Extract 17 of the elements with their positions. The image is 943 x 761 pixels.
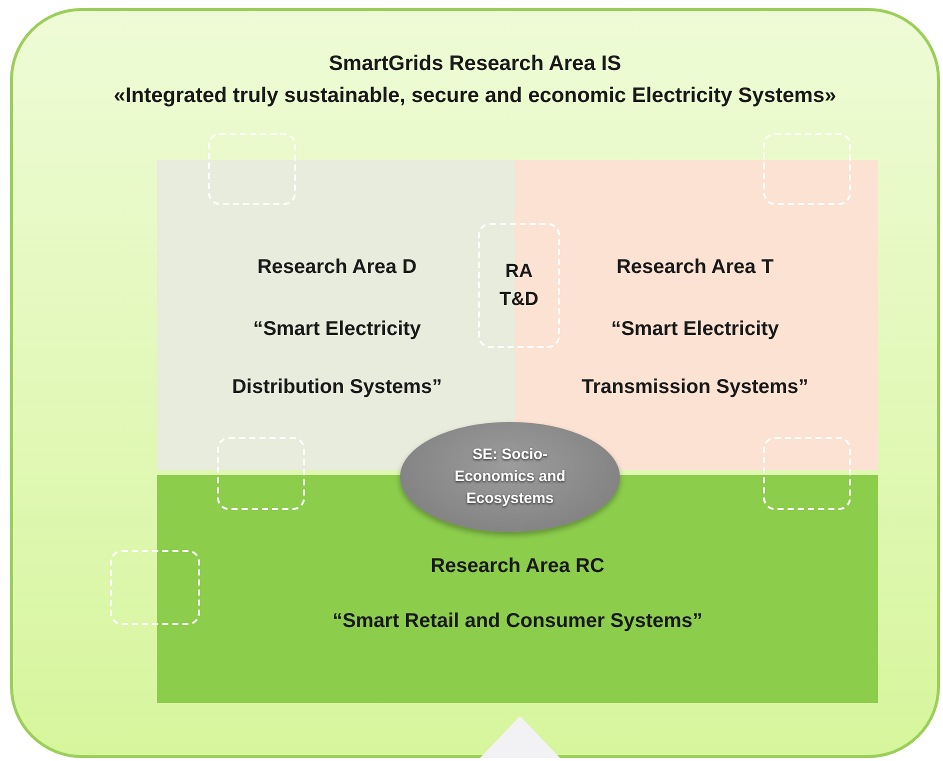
dashed-box xyxy=(217,437,305,510)
dashed-box xyxy=(208,133,296,205)
area-heading: Research Area RC xyxy=(430,555,606,578)
dashed-box xyxy=(110,550,200,625)
area-heading: Research Area T xyxy=(615,256,775,279)
heading: SmartGrids Research Area IS xyxy=(328,52,622,76)
dashed-box xyxy=(763,133,851,205)
area-description: “Smart Electricity Transmission Systems” xyxy=(580,317,810,400)
callout-panel xyxy=(10,8,940,758)
box-label: RA T&D xyxy=(498,260,540,312)
ellipse-label: SE: Socio-Economics and Ecosystems xyxy=(454,445,566,509)
area-heading: Research Area D xyxy=(256,256,418,279)
area-description: “Smart Retail and Consumer Systems” xyxy=(331,610,704,633)
area-description: “Smart Electricity Distribution Systems” xyxy=(230,317,444,400)
dashed-box xyxy=(478,223,560,348)
dashed-box xyxy=(763,437,851,510)
subtitle: «Integrated truly sustainable, secure and economic Electricity Systems» xyxy=(112,84,838,108)
